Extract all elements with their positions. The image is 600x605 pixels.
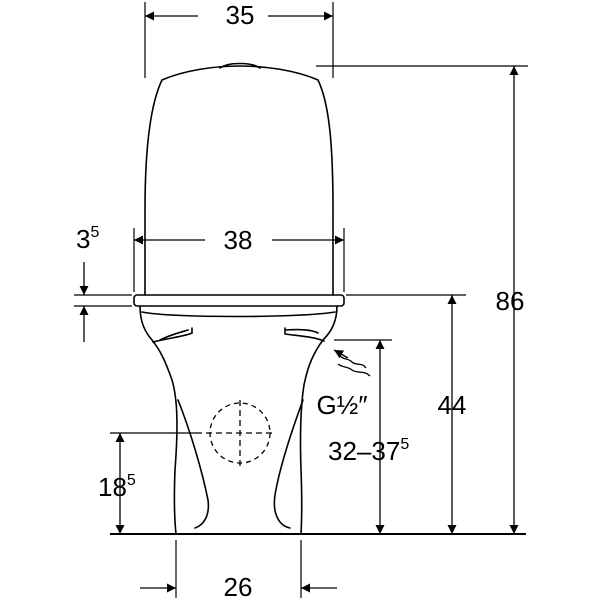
label-inlet-height-main: 32–37 (328, 436, 400, 466)
label-rim-thickness: 35 (76, 224, 99, 254)
cistern-outline (144, 65, 334, 296)
trapway-curve (177, 399, 210, 529)
label-rim-thickness-main: 3 (76, 224, 90, 254)
label-outlet-height-sup: 5 (127, 472, 136, 489)
label-inlet: G½″ (316, 390, 367, 420)
cistern-lid-button (219, 62, 261, 69)
label-total-height: 86 (496, 286, 525, 316)
label-inlet-height: 32–375 (328, 436, 409, 466)
bowl-outline-right (299, 305, 338, 535)
bowl-outline (139, 305, 178, 535)
label-outlet-height-main: 18 (98, 472, 127, 502)
seat-rim (133, 294, 345, 307)
outlet-circle (206, 400, 275, 468)
label-base-width: 26 (224, 572, 253, 600)
label-width-seat: 38 (224, 225, 253, 255)
dimension-lines (79, 11, 519, 593)
label-width-top: 35 (226, 0, 255, 30)
label-rim-thickness-sup: 5 (90, 224, 99, 241)
label-outlet-height: 185 (98, 472, 136, 502)
toilet-outline (133, 62, 345, 535)
water-inlet-icon (333, 349, 371, 377)
label-seat-height: 44 (438, 390, 467, 420)
label-inlet-height-sup: 5 (400, 436, 409, 453)
